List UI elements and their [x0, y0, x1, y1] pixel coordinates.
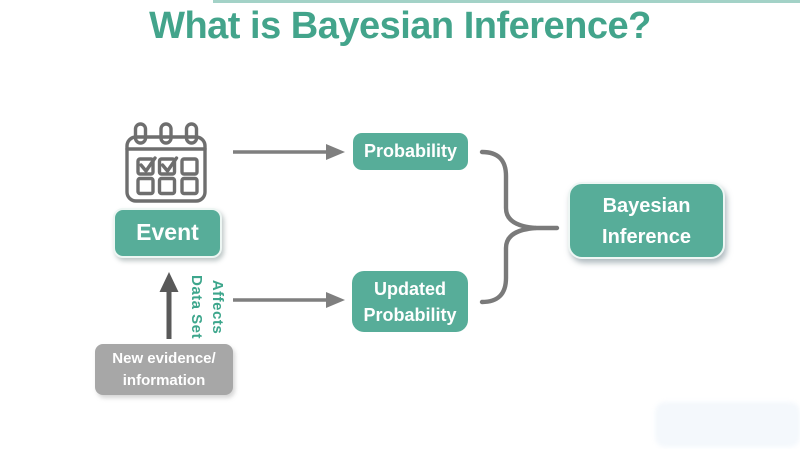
- event-node: Event: [113, 208, 222, 258]
- bayesian-inference-label-line1: Bayesian: [602, 195, 691, 217]
- updated-probability-node: Updated Probability: [352, 271, 468, 332]
- calendar-icon: [125, 122, 207, 203]
- arrow-event-to-probability: [233, 144, 345, 160]
- event-label: Event: [136, 219, 199, 245]
- probability-node: Probability: [353, 133, 468, 170]
- affects-label-line1: Affects: [209, 279, 226, 335]
- top-accent-bar: [213, 0, 800, 3]
- new-evidence-node: New evidence/ information: [95, 344, 233, 395]
- calendar-body: [125, 135, 207, 203]
- affects-data-set-label: Affects Data Set: [184, 267, 228, 347]
- calendar-cell: [157, 157, 177, 176]
- arrow-event-to-updated-probability: [233, 292, 345, 308]
- calendar-cell: [157, 176, 177, 196]
- calendar-cell: [180, 157, 199, 176]
- checkmark-icon: [160, 156, 179, 173]
- affects-label-line2: Data Set: [188, 274, 205, 340]
- calendar-ring: [133, 122, 148, 145]
- page-title: What is Bayesian Inference?: [149, 5, 651, 47]
- arrow-evidence-to-event: [159, 272, 179, 339]
- curly-brace-icon: [479, 149, 560, 305]
- calendar-ring: [159, 122, 173, 145]
- bayesian-inference-label-line2: Inference: [602, 226, 691, 248]
- watermark: [655, 402, 800, 447]
- calendar-cell: [136, 157, 155, 176]
- calendar-ring: [184, 122, 199, 145]
- updated-probability-label-line1: Updated: [374, 279, 446, 299]
- bayesian-inference-node: Bayesian Inference: [568, 182, 725, 259]
- arrowhead-icon: [159, 272, 179, 292]
- probability-label: Probability: [363, 141, 457, 161]
- checkmark-icon: [139, 156, 157, 173]
- new-evidence-label-line1: New evidence/: [112, 350, 216, 367]
- calendar-cell: [180, 176, 199, 196]
- arrowhead-icon: [326, 144, 345, 160]
- updated-probability-label-line2: Probability: [363, 305, 457, 325]
- arrowhead-icon: [326, 292, 345, 308]
- calendar-cell: [136, 176, 155, 196]
- new-evidence-label-line2: information: [122, 372, 206, 389]
